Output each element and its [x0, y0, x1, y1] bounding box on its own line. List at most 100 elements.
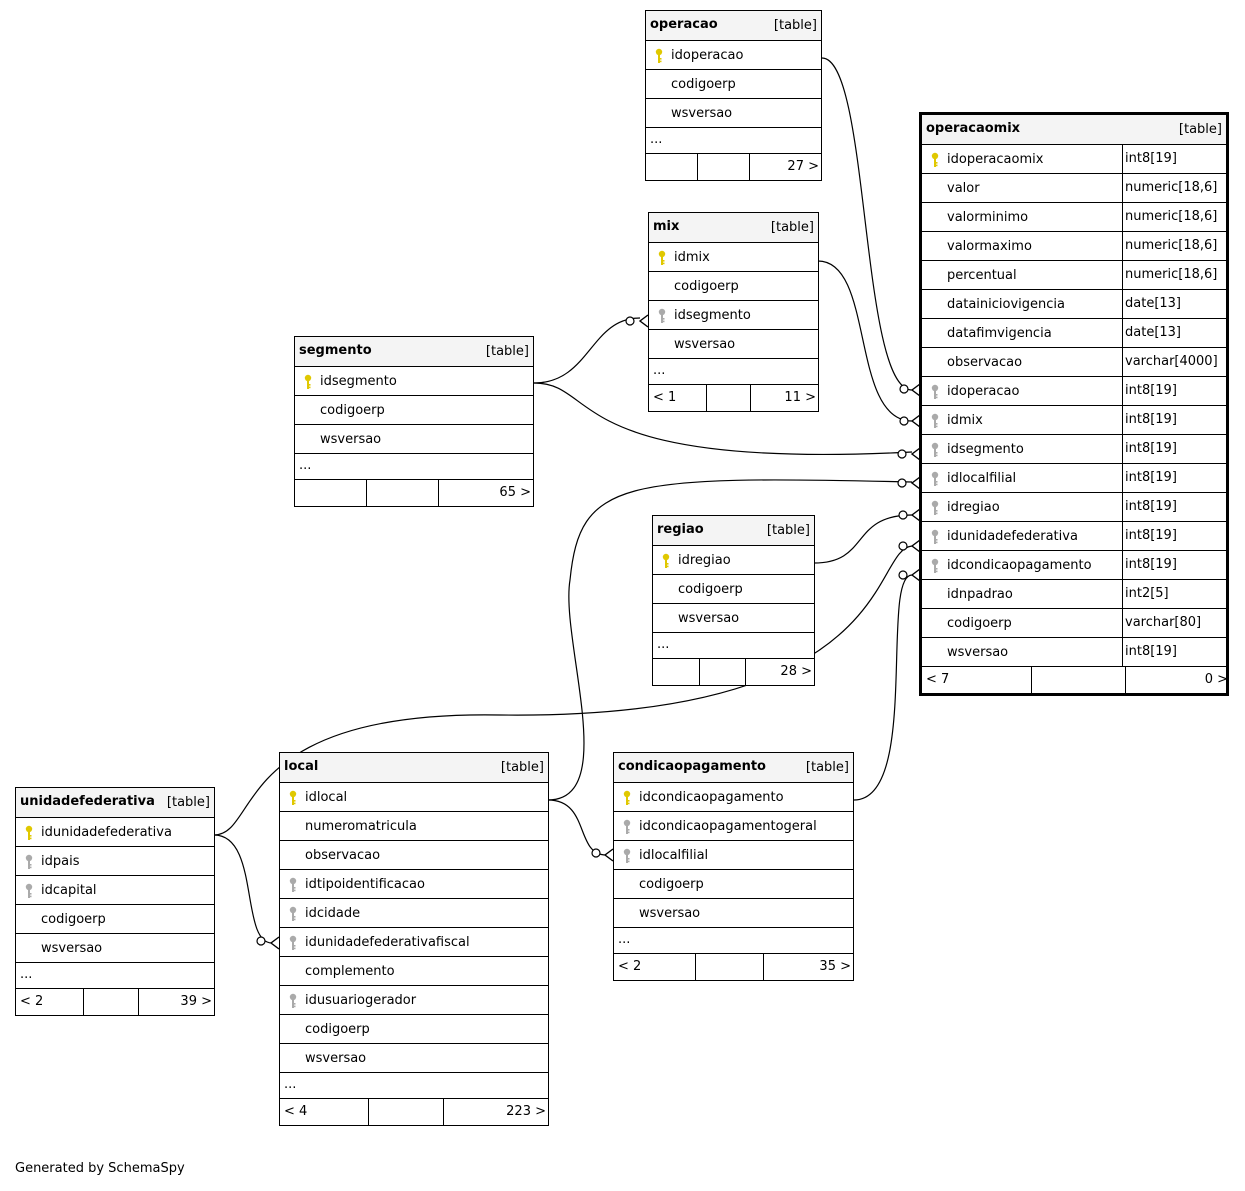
column-name[interactable]: idlocal	[305, 790, 348, 805]
footer-cell: < 4	[280, 1099, 369, 1125]
column-name[interactable]: valor	[947, 181, 980, 196]
parent-count[interactable]: < 7	[926, 672, 950, 687]
column-row: wsversao	[280, 1044, 548, 1073]
type-column-divider	[1122, 406, 1123, 434]
column-type: int2[5]	[1125, 586, 1169, 601]
column-name[interactable]: idunidadefederativafiscal	[305, 935, 470, 950]
column-name[interactable]: codigoerp	[320, 403, 385, 418]
primary-key-icon	[661, 553, 671, 569]
child-count[interactable]: 65 >	[499, 485, 531, 500]
table-header: local[table]	[280, 753, 548, 783]
footer-cell: 223 >	[444, 1099, 550, 1125]
table-name[interactable]: condicaopagamento	[618, 759, 766, 774]
child-count[interactable]: 0 >	[1204, 672, 1228, 687]
table-name[interactable]: segmento	[299, 343, 372, 358]
column-name[interactable]: wsversao	[678, 611, 740, 626]
parent-count[interactable]: < 2	[20, 994, 44, 1009]
child-count[interactable]: 11 >	[784, 390, 816, 405]
column-name[interactable]: datafimvigencia	[947, 326, 1052, 341]
column-name[interactable]: observacao	[947, 355, 1023, 370]
column-name[interactable]: wsversao	[305, 1051, 367, 1066]
column-name[interactable]: codigoerp	[671, 77, 736, 92]
column-row: codigoerp	[646, 70, 821, 99]
parent-count[interactable]: < 2	[618, 959, 642, 974]
child-count[interactable]: 35 >	[819, 959, 851, 974]
column-name[interactable]: idsegmento	[947, 442, 1024, 457]
column-name[interactable]: wsversao	[320, 432, 382, 447]
column-name[interactable]: idcondicaopagamento	[639, 790, 784, 805]
column-name[interactable]: wsversao	[639, 906, 701, 921]
column-name[interactable]: idcidade	[305, 906, 361, 921]
table-unidadefederativa: unidadefederativa[table]idunidadefederat…	[15, 787, 215, 1016]
column-name[interactable]: idlocalfilial	[947, 471, 1017, 486]
column-name[interactable]: codigoerp	[947, 616, 1012, 631]
column-name[interactable]: idregiao	[947, 500, 1000, 515]
column-name[interactable]: wsversao	[674, 337, 736, 352]
table-name[interactable]: operacaomix	[926, 121, 1021, 136]
column-name[interactable]: complemento	[305, 964, 395, 979]
table-name[interactable]: local	[284, 759, 319, 774]
column-row: idregiao	[653, 546, 814, 575]
column-name[interactable]: idcondicaopagamento	[947, 558, 1092, 573]
column-name[interactable]: codigoerp	[674, 279, 739, 294]
column-name[interactable]: idmix	[674, 250, 710, 265]
column-name[interactable]: observacao	[305, 848, 381, 863]
column-name[interactable]: idsegmento	[320, 374, 397, 389]
column-name[interactable]: numeromatricula	[305, 819, 417, 834]
crowfoot-arrow	[910, 508, 921, 522]
column-name[interactable]: valormaximo	[947, 239, 1032, 254]
column-name[interactable]: idoperacao	[947, 384, 1020, 399]
parent-count[interactable]: < 4	[284, 1104, 308, 1119]
column-name[interactable]: valorminimo	[947, 210, 1029, 225]
edge-local-to-operacaomix	[547, 479, 913, 801]
column-name[interactable]: percentual	[947, 268, 1017, 283]
parent-count[interactable]: < 1	[653, 390, 677, 405]
column-name[interactable]: idoperacaomix	[947, 152, 1044, 167]
column-name[interactable]: idoperacao	[671, 48, 744, 63]
column-name[interactable]: codigoerp	[678, 582, 743, 597]
column-name[interactable]: idlocalfilial	[639, 848, 709, 863]
column-name[interactable]: idusuariogerador	[305, 993, 417, 1008]
table-name[interactable]: operacao	[650, 17, 718, 32]
column-row: idoperacaomix int8[19]	[922, 145, 1226, 174]
child-count[interactable]: 223 >	[506, 1104, 546, 1119]
column-name[interactable]: wsversao	[671, 106, 733, 121]
column-name[interactable]: idmix	[947, 413, 983, 428]
column-name[interactable]: idcondicaopagamentogeral	[639, 819, 817, 834]
footer-cell: 27 >	[750, 154, 823, 180]
child-count[interactable]: 27 >	[787, 159, 819, 174]
foreign-key-icon	[930, 500, 940, 516]
column-type: int8[19]	[1125, 470, 1177, 485]
child-count[interactable]: 39 >	[180, 994, 212, 1009]
table-footer: < 4 223 >	[280, 1099, 548, 1125]
column-row: codigoerp	[614, 870, 853, 899]
table-header: operacao[table]	[646, 11, 821, 41]
type-column-divider	[1122, 464, 1123, 492]
column-name[interactable]: idsegmento	[674, 308, 751, 323]
column-name[interactable]: codigoerp	[41, 912, 106, 927]
column-name[interactable]: codigoerp	[639, 877, 704, 892]
column-name[interactable]: idtipoidentificacao	[305, 877, 425, 892]
column-name[interactable]: idcapital	[41, 883, 97, 898]
crowfoot-arrow	[638, 314, 649, 328]
column-name[interactable]: idregiao	[678, 553, 731, 568]
type-column-divider	[1122, 290, 1123, 318]
column-type: int8[19]	[1125, 151, 1177, 166]
table-type-label: [table]	[485, 344, 529, 359]
table-name[interactable]: regiao	[657, 522, 704, 537]
column-type: varchar[80]	[1125, 615, 1202, 630]
table-name[interactable]: mix	[653, 219, 680, 234]
column-name[interactable]: wsversao	[41, 941, 103, 956]
type-column-divider	[1122, 348, 1123, 376]
column-name[interactable]: wsversao	[947, 645, 1009, 660]
column-name[interactable]: idnpadrao	[947, 587, 1013, 602]
column-name[interactable]: datainiciovigencia	[947, 297, 1065, 312]
child-count[interactable]: 28 >	[780, 664, 812, 679]
table-name[interactable]: unidadefederativa	[20, 794, 155, 809]
column-name[interactable]: idunidadefederativa	[41, 825, 172, 840]
column-name[interactable]: idunidadefederativa	[947, 529, 1078, 544]
column-name[interactable]: codigoerp	[305, 1022, 370, 1037]
type-column-divider	[1122, 493, 1123, 521]
column-name[interactable]: idpais	[41, 854, 80, 869]
